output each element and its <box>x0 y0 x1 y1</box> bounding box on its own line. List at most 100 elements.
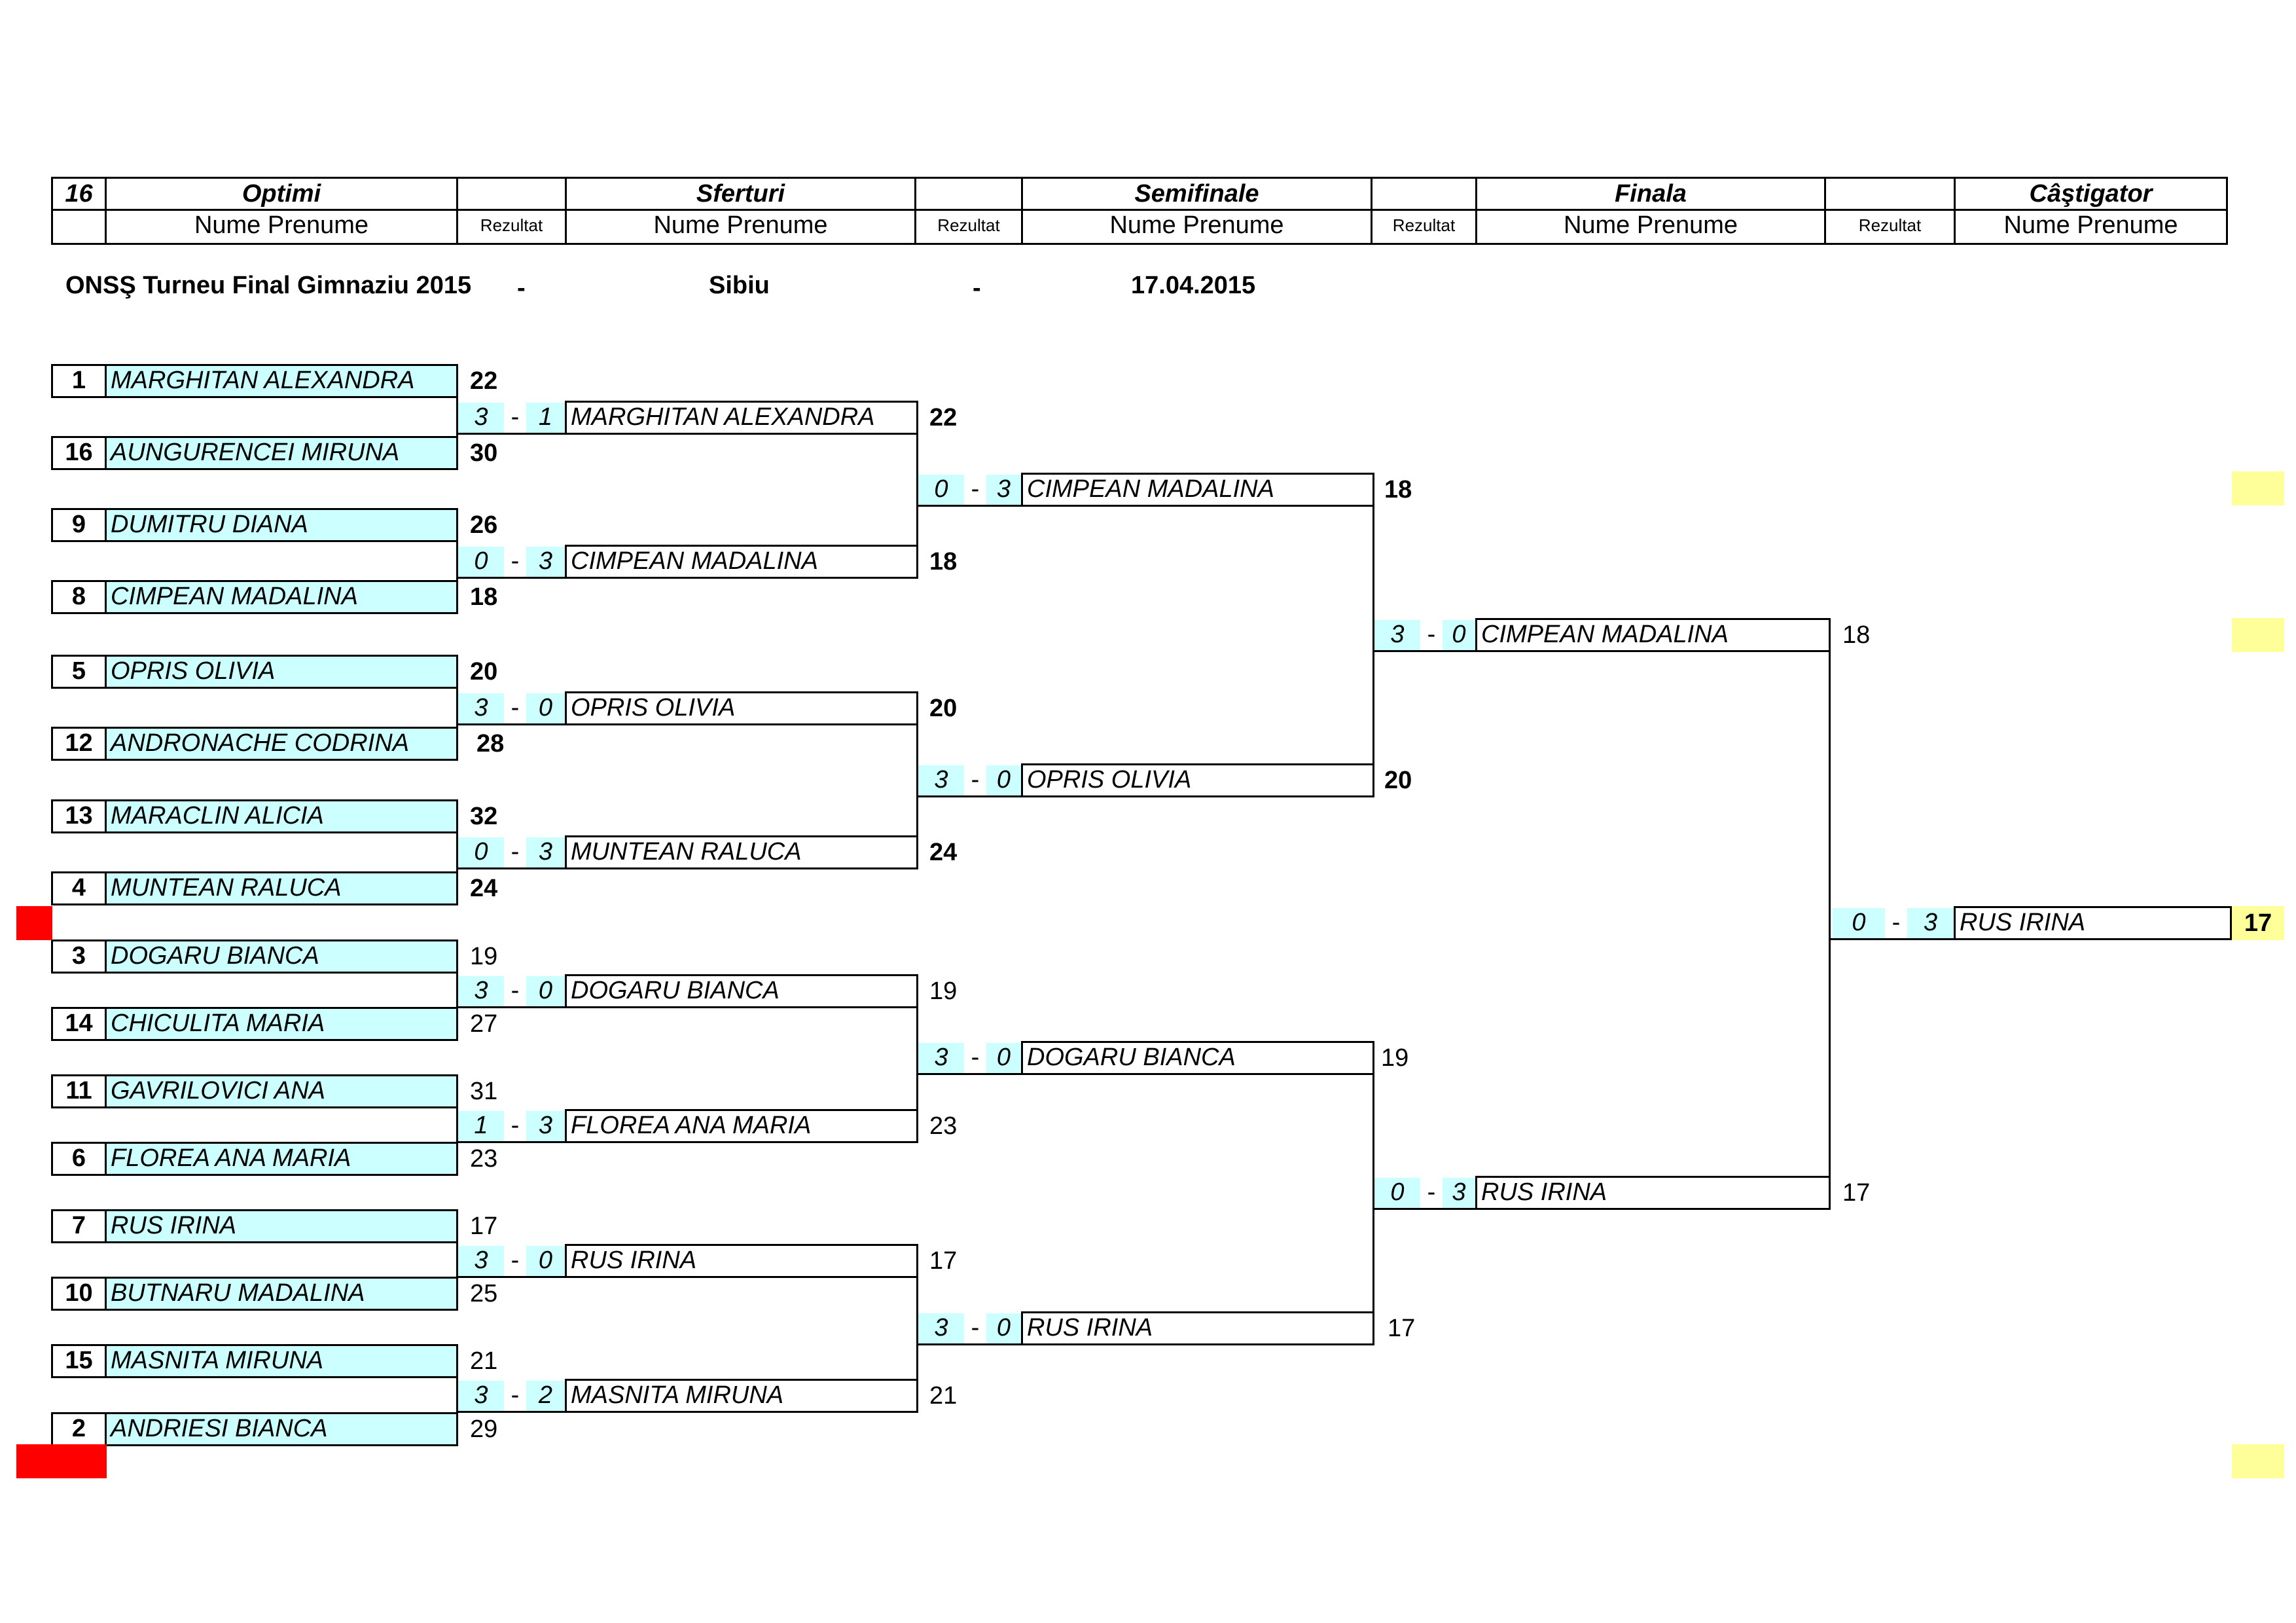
header-name-col-5: Nume Prenume <box>1954 209 2228 245</box>
score-away: 3 <box>1907 908 1954 938</box>
bracket-connector <box>916 1073 1021 1075</box>
header-result-label: Rezultat <box>937 215 1000 235</box>
score-dash: - <box>511 403 520 431</box>
header-round-label: Semifinale <box>1134 180 1259 208</box>
header-result-label: Rezultat <box>480 215 543 235</box>
score-away: 1 <box>526 403 565 433</box>
score-home: 3 <box>918 1313 964 1343</box>
player-name: BUTNARU MADALINA <box>105 1277 458 1311</box>
score-home: 3 <box>458 1381 504 1411</box>
score-dash: - <box>1892 909 1901 936</box>
bracket-connector <box>1372 1208 1475 1210</box>
score-home: 1 <box>458 1111 504 1141</box>
score-away: 0 <box>986 1043 1021 1073</box>
header-round-label: Sferturi <box>696 180 785 208</box>
player-name: CIMPEAN MADALINA <box>105 580 458 614</box>
score-home: 3 <box>458 403 504 433</box>
header-round-label: Câştigator <box>2029 180 2153 208</box>
player-number: 24 <box>470 875 498 902</box>
score-dash: - <box>971 1314 980 1341</box>
final-winner: CIMPEAN MADALINA <box>1475 618 1831 652</box>
score-home: 3 <box>458 976 504 1006</box>
final-winner: RUS IRINA <box>1475 1176 1831 1210</box>
score-away: 2 <box>526 1381 565 1411</box>
match-number: 20 <box>1384 767 1412 794</box>
header-name-label: Nume Prenume <box>2003 211 2178 239</box>
bracket-connector <box>456 1241 458 1279</box>
player-name: OPRIS OLIVIA <box>105 655 458 689</box>
info-separator-2: - <box>973 274 981 302</box>
header-count: 16 <box>65 180 93 208</box>
match-number: 17 <box>1842 1179 1871 1207</box>
score-away: 3 <box>1443 1178 1475 1208</box>
player-number: 21 <box>470 1347 498 1375</box>
bracket-connector <box>456 1276 565 1278</box>
player-name: CHICULITA MARIA <box>105 1007 458 1041</box>
champion-name: RUS IRINA <box>1954 906 2232 940</box>
header-name-col-1: Nume Prenume <box>105 209 458 245</box>
quarterfinal-winner: DOGARU BIANCA <box>565 974 918 1008</box>
bracket-connector <box>456 395 458 439</box>
bracket-connector <box>456 686 458 729</box>
event-city: Sibiu <box>709 272 770 299</box>
red-marker <box>16 906 52 940</box>
player-number: 29 <box>470 1415 498 1443</box>
score-dash: - <box>511 1112 520 1139</box>
player-number: 17 <box>470 1213 498 1240</box>
header-name-col-3: Nume Prenume <box>1021 209 1372 245</box>
bracket-connector <box>456 867 565 869</box>
quarterfinal-winner: MARGHITAN ALEXANDRA <box>565 401 918 435</box>
quarterfinal-winner: FLOREA ANA MARIA <box>565 1109 918 1143</box>
player-name: DUMITRU DIANA <box>105 508 458 542</box>
seed-box: 4 <box>51 871 107 905</box>
header-name-col-2: Nume Prenume <box>565 209 916 245</box>
bracket-connector <box>1829 938 1954 940</box>
header-name-label: Nume Prenume <box>653 211 828 239</box>
player-number: 22 <box>470 367 498 395</box>
score-dash: - <box>511 977 520 1004</box>
match-number: 18 <box>1384 476 1412 503</box>
score-dash: - <box>971 1044 980 1071</box>
seed-box: 13 <box>51 799 107 833</box>
quarterfinal-winner: CIMPEAN MADALINA <box>565 545 918 579</box>
header-round-4: Finala <box>1475 177 1826 211</box>
seed-box: 6 <box>51 1142 107 1176</box>
seed-box: 9 <box>51 508 107 542</box>
score-away: 0 <box>986 1313 1021 1343</box>
score-dash: - <box>1427 621 1436 648</box>
semifinal-winner: OPRIS OLIVIA <box>1021 763 1374 797</box>
header-round-5: Câştigator <box>1954 177 2228 211</box>
semifinal-winner: CIMPEAN MADALINA <box>1021 473 1374 507</box>
bracket-connector <box>456 577 565 579</box>
match-number: 24 <box>929 839 958 866</box>
bracket-connector <box>456 723 565 725</box>
quarterfinal-winner: MASNITA MIRUNA <box>565 1379 918 1413</box>
header-round-label: Optimi <box>242 180 321 208</box>
highlight-marker <box>2232 618 2284 652</box>
header-result-top-1 <box>456 177 567 211</box>
header-name-label: Nume Prenume <box>194 211 369 239</box>
score-home: 0 <box>458 837 504 867</box>
champion-number: 17 <box>2232 906 2284 940</box>
info-separator-1: - <box>517 274 526 302</box>
match-number: 20 <box>929 695 958 722</box>
bracket-connector <box>916 795 1021 797</box>
player-name: MARACLIN ALICIA <box>105 799 458 833</box>
bracket-connector <box>916 505 1021 507</box>
semifinal-winner: RUS IRINA <box>1021 1311 1374 1345</box>
player-number: 28 <box>476 730 505 757</box>
red-marker <box>16 1444 107 1478</box>
score-away: 3 <box>526 837 565 867</box>
score-away: 0 <box>1443 620 1475 650</box>
player-number: 32 <box>470 803 498 830</box>
match-number: 21 <box>929 1382 958 1410</box>
bracket-connector <box>456 971 458 1010</box>
bracket-connector <box>456 433 565 435</box>
score-dash: - <box>971 475 980 503</box>
header-result-label: Rezultat <box>1392 215 1456 235</box>
score-away: 3 <box>526 1111 565 1141</box>
player-name: MARGHITAN ALEXANDRA <box>105 364 458 398</box>
player-name: ANDRIESI BIANCA <box>105 1412 458 1446</box>
score-away: 0 <box>986 765 1021 795</box>
score-dash: - <box>511 1381 520 1409</box>
